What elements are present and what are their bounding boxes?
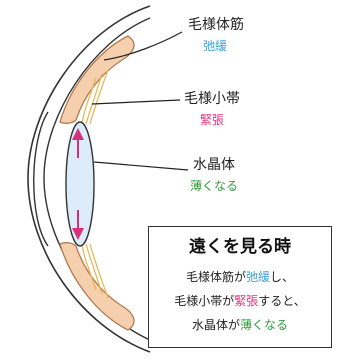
ciliary-muscle-state: 弛緩 bbox=[203, 40, 227, 52]
caption-line-2: 毛様小帯が緊張すると、 bbox=[149, 295, 331, 307]
zonule-state: 緊張 bbox=[200, 114, 224, 126]
caption-line-2-b: 緊張 bbox=[234, 294, 258, 308]
caption-line-1-c: し、 bbox=[270, 270, 294, 284]
caption-line-3-b: 薄くなる bbox=[240, 318, 288, 332]
caption-title: 遠くを見る時 bbox=[149, 239, 331, 256]
caption-line-3: 水晶体が薄くなる bbox=[149, 319, 331, 331]
ciliary-muscle-label: 毛様体筋 bbox=[188, 18, 244, 32]
lens-label: 水晶体 bbox=[193, 158, 235, 172]
caption-box: 遠くを見る時 毛様体筋が弛緩し、 毛様小帯が緊張すると、 水晶体が薄くなる bbox=[148, 226, 332, 348]
caption-line-3-a: 水晶体が bbox=[192, 318, 240, 332]
caption-line-2-a: 毛様小帯が bbox=[174, 294, 234, 308]
ciliary-body-upper bbox=[60, 36, 134, 123]
lens-state: 薄くなる bbox=[190, 180, 238, 192]
caption-line-1: 毛様体筋が弛緩し、 bbox=[149, 271, 331, 283]
zonule-label: 毛様小帯 bbox=[184, 92, 240, 106]
lens-shape bbox=[66, 122, 94, 246]
caption-line-1-b: 弛緩 bbox=[246, 270, 270, 284]
caption-line-2-c: すると、 bbox=[258, 294, 306, 308]
ciliary-body-lower bbox=[60, 243, 134, 330]
caption-line-1-a: 毛様体筋が bbox=[186, 270, 246, 284]
